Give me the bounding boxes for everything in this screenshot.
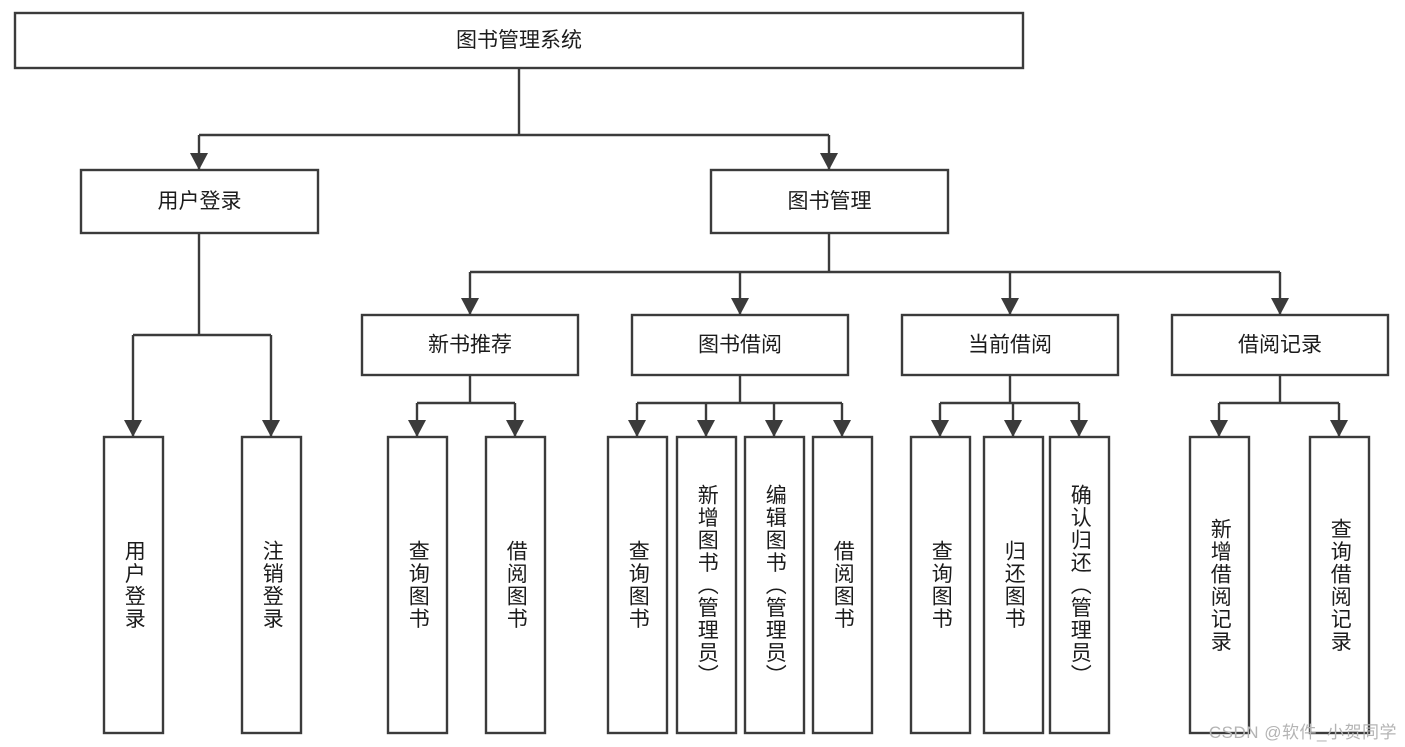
node-label-borrow-record: 借阅记录 bbox=[1238, 334, 1322, 357]
connector-conn-book-manage bbox=[461, 233, 1289, 315]
node-box-borrow-record[interactable] bbox=[1170, 313, 1390, 377]
node-label-new-book-recommend: 新书推荐 bbox=[428, 334, 512, 357]
arrow-head-icon bbox=[1001, 298, 1019, 315]
node-box-leaf-borrow-book[interactable] bbox=[811, 435, 874, 735]
arrow-head-icon bbox=[190, 153, 208, 170]
arrow-head-icon bbox=[731, 298, 749, 315]
connector-conn-borrow-record bbox=[1210, 375, 1348, 437]
arrow-head-icon bbox=[1271, 298, 1289, 315]
node-box-leaf-query-book-rec[interactable] bbox=[386, 435, 449, 735]
node-box-leaf-query-book-cur[interactable] bbox=[909, 435, 972, 735]
arrow-head-icon bbox=[461, 298, 479, 315]
csdn-watermark: CSDN @软件_小贺同学 bbox=[1208, 723, 1397, 742]
node-label-book-manage: 图书管理 bbox=[788, 190, 872, 213]
node-box-leaf-edit-book[interactable] bbox=[743, 435, 806, 735]
arrow-head-icon bbox=[506, 420, 524, 437]
node-box-leaf-query-book-borrow[interactable] bbox=[606, 435, 669, 735]
node-box-leaf-confirm-return[interactable] bbox=[1048, 435, 1111, 735]
arrow-head-icon bbox=[1210, 420, 1228, 437]
connectors-layer bbox=[124, 68, 1348, 437]
node-box-user-login[interactable] bbox=[79, 168, 320, 235]
arrow-head-icon bbox=[931, 420, 949, 437]
connector-conn-new-book bbox=[408, 375, 524, 437]
node-label-user-login: 用户登录 bbox=[158, 190, 242, 213]
connector-conn-current-borrow bbox=[931, 375, 1088, 437]
node-box-book-manage[interactable] bbox=[709, 168, 950, 235]
arrow-head-icon bbox=[124, 420, 142, 437]
node-box-leaf-return-book[interactable] bbox=[982, 435, 1045, 735]
arrow-head-icon bbox=[833, 420, 851, 437]
arrow-head-icon bbox=[1070, 420, 1088, 437]
connector-conn-user-login bbox=[124, 233, 280, 437]
node-box-leaf-query-record[interactable] bbox=[1308, 435, 1371, 735]
node-box-leaf-borrow-book-rec[interactable] bbox=[484, 435, 547, 735]
arrow-head-icon bbox=[820, 153, 838, 170]
arrow-head-icon bbox=[408, 420, 426, 437]
boxes-layer bbox=[13, 11, 1390, 735]
arrow-head-icon bbox=[262, 420, 280, 437]
node-box-leaf-add-book[interactable] bbox=[675, 435, 738, 735]
node-label-root: 图书管理系统 bbox=[456, 29, 582, 52]
arrow-head-icon bbox=[1004, 420, 1022, 437]
arrow-head-icon bbox=[697, 420, 715, 437]
arrow-head-icon bbox=[1330, 420, 1348, 437]
connector-conn-root bbox=[190, 68, 838, 170]
node-box-leaf-user-logout[interactable] bbox=[240, 435, 303, 735]
node-box-book-borrow[interactable] bbox=[630, 313, 850, 377]
node-box-leaf-add-record[interactable] bbox=[1188, 435, 1251, 735]
arrow-head-icon bbox=[628, 420, 646, 437]
node-box-new-book-recommend[interactable] bbox=[360, 313, 580, 377]
connector-conn-book-borrow bbox=[628, 375, 851, 437]
arrow-head-icon bbox=[765, 420, 783, 437]
node-box-current-borrow[interactable] bbox=[900, 313, 1120, 377]
node-box-root[interactable] bbox=[13, 11, 1025, 70]
node-box-leaf-user-login[interactable] bbox=[102, 435, 165, 735]
node-label-current-borrow: 当前借阅 bbox=[968, 334, 1052, 357]
node-label-book-borrow: 图书借阅 bbox=[698, 334, 782, 357]
